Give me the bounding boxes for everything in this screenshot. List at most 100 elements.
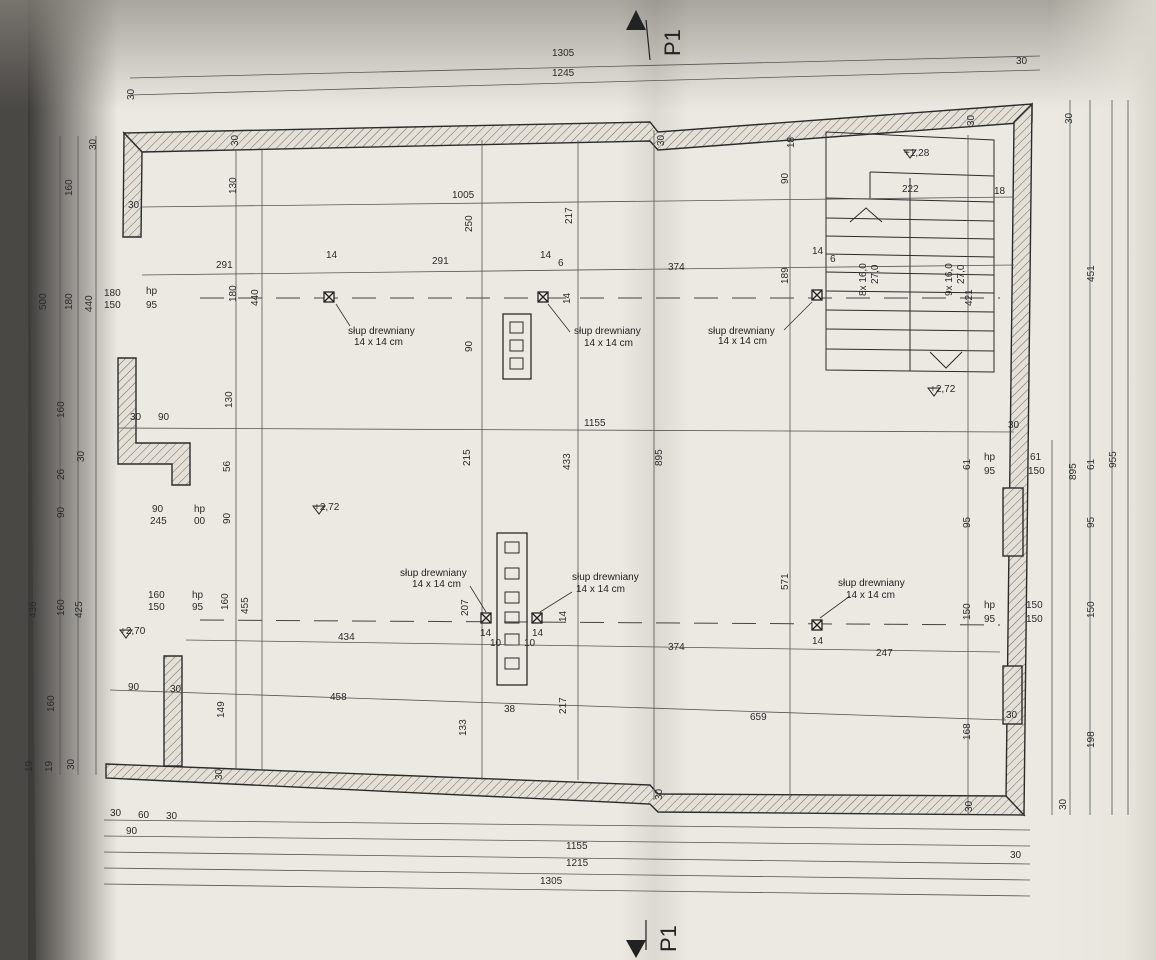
opening-labels: 180 150 hp 95 90 245 hp 00 160 150 hp 95… — [104, 286, 1045, 625]
dimension-label: 160 — [56, 599, 67, 616]
dimension-label: 61 — [1086, 458, 1097, 470]
dim-top-inner: 1245 — [552, 68, 575, 79]
dimension-label: 38 — [504, 704, 516, 715]
dimension-label: 433 — [562, 453, 573, 470]
dimension-label: 659 — [750, 712, 767, 723]
dimension-label: 30 — [1058, 798, 1069, 810]
dimension-label: 90 — [222, 512, 233, 524]
dimension-label: 434 — [338, 632, 355, 643]
dimension-label: 30 — [88, 138, 99, 150]
paper-sheet — [28, 0, 1156, 960]
dimension-label: 30 — [128, 200, 140, 211]
dimension-label: 895 — [1068, 463, 1079, 480]
dimension-label: 30 — [1008, 420, 1020, 431]
dimension-label: hp — [984, 452, 996, 463]
dimension-label: 27,0 — [870, 264, 881, 284]
dimension-label: 451 — [1086, 265, 1097, 282]
dimension-label: 500 — [38, 293, 49, 310]
dim-bottom-mid: 1215 — [566, 858, 589, 869]
dim-top-overall: 1305 — [552, 48, 575, 59]
dimension-label: 00 — [194, 516, 206, 527]
dimension-label: 14 — [558, 610, 569, 622]
dimension-label: 440 — [84, 295, 95, 312]
column-c3 — [811, 289, 823, 301]
dimension-label: 18 — [994, 186, 1006, 197]
dimension-label: 30 — [76, 450, 87, 462]
dimension-label: 130 — [228, 177, 239, 194]
dimension-label: 222 — [902, 184, 919, 195]
dimension-label: 90 — [152, 504, 164, 515]
dimension-label: hp — [984, 600, 996, 611]
column-leaders — [335, 301, 851, 619]
level-markers — [119, 149, 941, 639]
dimension-label: 168 — [962, 723, 973, 740]
dimension-label: 160 — [148, 590, 165, 601]
dimension-label: 95 — [146, 300, 158, 311]
dimension-label: 895 — [654, 449, 665, 466]
dimension-label: +2,70 — [120, 626, 146, 637]
left-wall-upper — [122, 131, 143, 238]
dimension-label: 30 — [964, 800, 975, 812]
dimension-label: 425 — [74, 601, 85, 618]
dimension-label: 160 — [64, 179, 75, 196]
left-wall-middle — [117, 357, 191, 486]
column-markers — [323, 289, 823, 631]
interior-dims: 1005 222 18 291 291 14 14 6 374 14 6 115… — [128, 184, 1020, 723]
dimension-label: 458 — [330, 692, 347, 703]
dimension-label: 90 — [128, 682, 140, 693]
dimension-label: 30 — [1006, 710, 1018, 721]
right-pier-lower — [1002, 665, 1023, 725]
dimension-label: 30 — [656, 134, 667, 146]
column-c5-name: słup drewniany — [572, 572, 639, 583]
dimension-label: 8x 16,0 — [858, 263, 869, 296]
column-c3-name: słup drewniany — [708, 326, 775, 337]
dimension-label: 421 — [964, 289, 975, 306]
dimension-label: 95 — [962, 516, 973, 528]
dimension-label: 150 — [962, 603, 973, 620]
column-c5-size: 14 x 14 cm — [576, 584, 625, 595]
dimension-label: 14 — [540, 250, 552, 261]
section-mark-top: P1 — [660, 29, 685, 56]
exterior-walls — [105, 102, 1033, 817]
dimension-label: 150 — [1026, 614, 1043, 625]
dimension-label: 95 — [192, 602, 204, 613]
dim-bottom-overall: 1305 — [540, 876, 563, 887]
column-c1-name: słup drewniany — [348, 326, 415, 337]
dim-bottom-inner: 1155 — [566, 841, 588, 852]
dimension-label: 436 — [28, 601, 39, 618]
dimension-label: +1,28 — [904, 148, 930, 159]
column-c1 — [323, 291, 335, 303]
column-labels: słup drewniany 14 x 14 cm słup drewniany… — [348, 326, 905, 601]
dimension-label: 14 — [812, 246, 824, 257]
right-dims: 30 451 955 61 95 150 198 30 895 — [1058, 112, 1119, 810]
level-labels: +1,28 +2,72 +2,72 +2,70 — [120, 148, 956, 637]
dimension-label: 217 — [564, 207, 575, 224]
dimension-label: 30 — [66, 758, 77, 770]
dimension-label: 149 — [216, 701, 227, 718]
dimension-label: 180 — [64, 293, 75, 310]
dimension-label: 217 — [558, 697, 569, 714]
chimney-lower — [496, 532, 528, 686]
dimension-label: 30 — [1064, 112, 1075, 124]
dimension-label: 150 — [1026, 600, 1043, 611]
stair-labels: 8x 16,0 27,0 9x 16,0 27,0 — [858, 263, 967, 296]
dim-top-left: 30 — [126, 88, 137, 100]
dimension-label: 95 — [1086, 516, 1097, 528]
column-c4-name: słup drewniany — [400, 568, 467, 579]
dimension-label: 198 — [1086, 731, 1097, 748]
dimension-label: 95 — [984, 614, 996, 625]
section-arrow-top — [626, 10, 651, 61]
dimension-label: 1005 — [452, 190, 475, 201]
dimension-lines — [39, 55, 1129, 897]
dimension-label: 30 — [654, 788, 665, 800]
dimension-label: 291 — [432, 256, 449, 267]
column-c2-size: 14 x 14 cm — [584, 338, 633, 349]
dimension-label: 374 — [668, 262, 685, 273]
dim-top-right: 30 — [1016, 56, 1028, 67]
dimension-label: 440 — [250, 289, 261, 306]
section-arrow-bottom — [626, 920, 647, 958]
column-c1-size: 14 x 14 cm — [354, 337, 403, 348]
dimension-label: 9x 16,0 — [944, 263, 955, 296]
dimension-label: 189 — [780, 267, 791, 284]
dimension-label: 14 — [812, 636, 824, 647]
